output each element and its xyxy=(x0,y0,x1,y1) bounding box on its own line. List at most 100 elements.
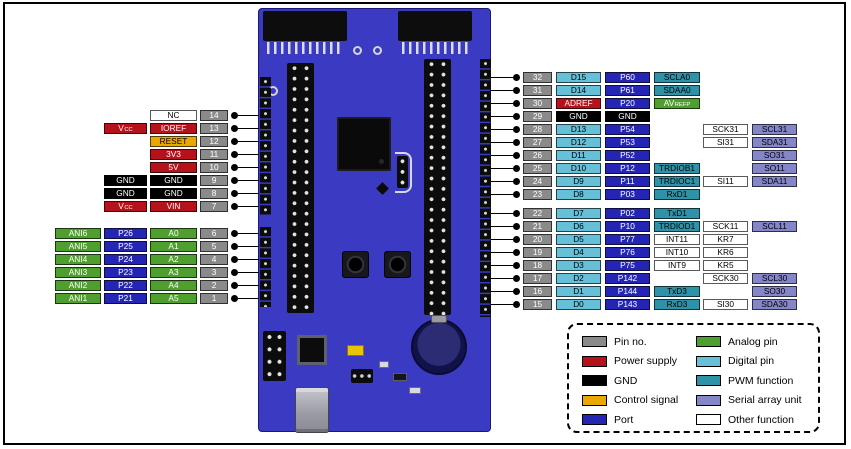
pin-number: 19 xyxy=(523,247,552,258)
push-button-left xyxy=(342,251,369,278)
pin-label-ani5: ANI5 xyxy=(55,241,101,252)
pin-label-d10: D10 xyxy=(556,163,601,174)
pin-dot xyxy=(513,210,520,217)
legend-label: PWM function xyxy=(728,374,794,387)
pin-label-d15: D15 xyxy=(556,72,601,83)
battery-clip xyxy=(431,315,447,323)
pin-label-p52: P52 xyxy=(605,150,650,161)
header-solder-pins-left xyxy=(267,42,343,54)
connector-pads xyxy=(351,369,373,383)
pin-label-text: SO30 xyxy=(763,286,786,296)
pin-label-text: INT9 xyxy=(668,260,686,270)
pin-label-subscript: REFP xyxy=(674,101,691,108)
legend-label: Other function xyxy=(728,413,794,426)
pin-label-p11: P11 xyxy=(605,176,650,187)
pin-label-p21: P21 xyxy=(104,293,147,304)
pin-connector-line xyxy=(491,115,513,118)
pin-label-text: P76 xyxy=(620,247,635,257)
pin-dot xyxy=(513,152,520,159)
pin-label-trdiob1: TRDIOB1 xyxy=(654,163,700,174)
pin-label-scl30: SCL30 xyxy=(752,273,797,284)
pin-connector-line xyxy=(491,212,513,215)
pin-label-text: ANI6 xyxy=(68,228,88,238)
pin-label-rxd1: RxD1 xyxy=(654,189,700,200)
pin-label-text: P61 xyxy=(620,85,635,95)
pin-label-text: D14 xyxy=(570,85,587,95)
pin-number: 11 xyxy=(200,149,228,160)
pin-label-gnd: GND xyxy=(150,175,197,186)
pin-label-sck11: SCK11 xyxy=(703,221,748,232)
pin-dot xyxy=(231,256,238,263)
pin-label-text: KR7 xyxy=(717,234,734,244)
mcu-chip xyxy=(337,117,391,171)
pin-label-text: D9 xyxy=(573,176,584,186)
pin-label-text: D11 xyxy=(571,150,586,160)
silkscreen-outline xyxy=(395,152,412,193)
pin-dot xyxy=(513,249,520,256)
pin-connector-line xyxy=(491,264,513,267)
pin-connector-line xyxy=(491,193,513,196)
pin-label-kr7: KR7 xyxy=(703,234,748,245)
legend-item-pwm: PWM function xyxy=(696,374,802,387)
pin-dot xyxy=(513,139,520,146)
pin-label-p02: P02 xyxy=(605,208,650,219)
pin-dot xyxy=(231,295,238,302)
top-pin-header-left xyxy=(263,11,347,41)
pin-label-text: SDA11 xyxy=(761,176,788,186)
pin-connector-line xyxy=(491,290,513,293)
pin-label-sck30: SCK30 xyxy=(703,273,748,284)
pin-label-ani3: ANI3 xyxy=(55,267,101,278)
pin-label-text: GND xyxy=(116,188,135,198)
pin-label-text: TxD3 xyxy=(667,286,687,296)
pin-label-txd1: TxD1 xyxy=(654,208,700,219)
pin-label-text: GND xyxy=(116,175,135,185)
pin-label-text: D7 xyxy=(573,208,584,218)
pin-number: 12 xyxy=(200,136,228,147)
pin-number: 30 xyxy=(523,98,552,109)
pin-label-p03: P03 xyxy=(605,189,650,200)
pin-dot xyxy=(513,301,520,308)
pin-label-text: ANI1 xyxy=(68,293,88,303)
coin-battery-holder xyxy=(411,319,467,375)
pin-label-text: P60 xyxy=(620,72,635,82)
legend-item-port: Port xyxy=(582,414,678,426)
pin-dot xyxy=(513,236,520,243)
pin-number: 10 xyxy=(200,162,228,173)
pin-label-int9: INT9 xyxy=(654,260,700,271)
pin-connector-line xyxy=(238,258,259,261)
pin-label-text: ANI4 xyxy=(68,254,88,264)
pin-label-so31: SO31 xyxy=(752,150,797,161)
pin-number: 20 xyxy=(523,234,552,245)
pin-label-text: P75 xyxy=(620,260,635,270)
pin-label-5v: 5V xyxy=(150,162,197,173)
pin-label-text: P12 xyxy=(620,163,635,173)
usb-connector xyxy=(295,387,329,433)
pin-label-p24: P24 xyxy=(104,254,147,265)
pin-label-text: TRDIOB1 xyxy=(659,163,695,173)
pin-connector-line xyxy=(238,245,259,248)
pin-label-text: V xyxy=(118,123,124,133)
pin-label-text: IOREF xyxy=(160,123,187,133)
legend-color-chip-digital xyxy=(696,355,721,367)
pin-number: 21 xyxy=(523,221,552,232)
pin-number: 6 xyxy=(200,228,228,239)
pin-label-nc: NC xyxy=(150,110,197,121)
pin-label-text: P142 xyxy=(617,273,638,283)
secondary-chip xyxy=(297,335,327,365)
pin-label-text: SI30 xyxy=(716,299,735,309)
pin-label-text: SDA30 xyxy=(761,299,788,309)
pin-label-gnd: GND xyxy=(556,111,601,122)
pin-label-gnd: GND xyxy=(104,175,147,186)
pin-label-text: P77 xyxy=(620,234,635,244)
pin-dot xyxy=(231,269,238,276)
pin-connector-line xyxy=(491,251,513,254)
pin-connector-line xyxy=(491,277,513,280)
pin-label-ani2: ANI2 xyxy=(55,280,101,291)
pin-label-text: RxD3 xyxy=(666,299,688,309)
pin-label-text: P143 xyxy=(617,299,638,309)
legend-label: Power supply xyxy=(614,355,678,367)
pin-label-ani1: ANI1 xyxy=(55,293,101,304)
pin-connector-line xyxy=(238,166,259,169)
